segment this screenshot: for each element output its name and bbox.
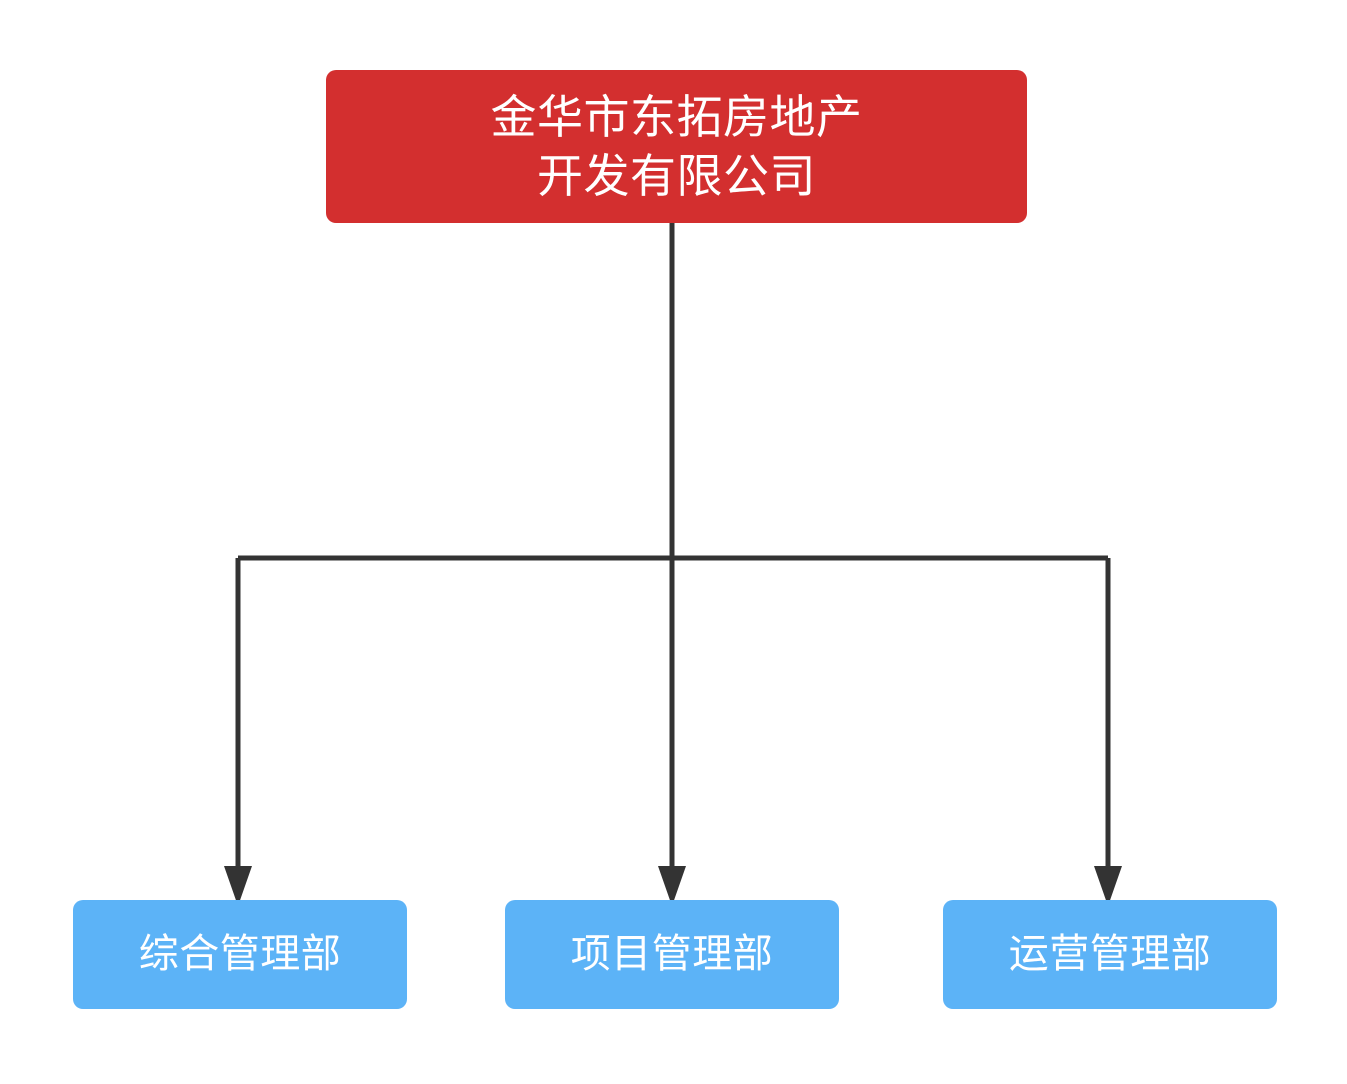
org-node-root[interactable]: 金华市东拓房地产 开发有限公司 (326, 70, 1027, 223)
org-node-dept-operations-management[interactable]: 运营管理部 (943, 900, 1277, 1009)
org-node-dept-general-management[interactable]: 综合管理部 (73, 900, 407, 1009)
org-node-dept-project-management[interactable]: 项目管理部 (505, 900, 839, 1009)
